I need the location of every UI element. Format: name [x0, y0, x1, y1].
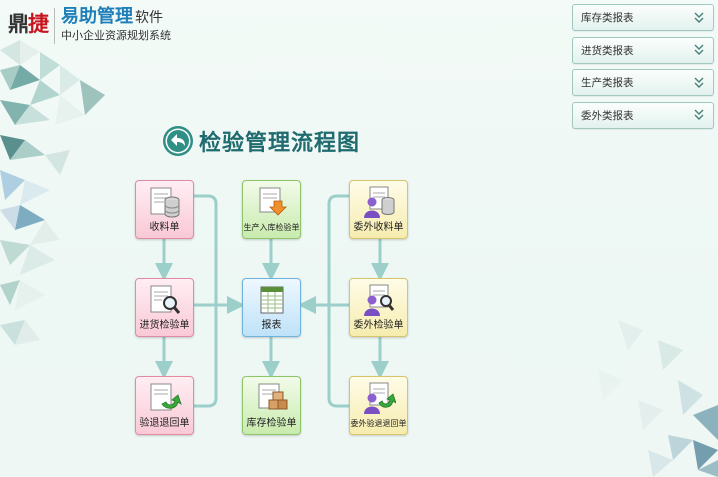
flow-node-label: 报表 [261, 320, 282, 331]
app-title-suffix: 软件 [135, 10, 163, 26]
flow-node-stock-inspection[interactable]: 库存检验单 [242, 376, 301, 435]
flow-node-label: 进货检验单 [139, 320, 190, 331]
decorative-triangle-mosaic-right [598, 320, 718, 477]
document-boxes-icon [258, 383, 287, 410]
report-menu-item-purchase[interactable]: 进货类报表 [572, 36, 714, 64]
app-subtitle: 中小企业资源规划系统 [61, 29, 171, 42]
double-chevron-down-icon [694, 77, 704, 88]
flow-node-label: 库存检验单 [246, 418, 297, 429]
flow-title: 检验管理流程图 [162, 124, 360, 158]
flow-title-text: 检验管理流程图 [199, 131, 361, 156]
flow-node-report[interactable]: 报表 [242, 278, 301, 337]
report-menu-label: 进货类报表 [581, 44, 634, 57]
flow-node-production-inspection[interactable]: 生产入库检验单 [242, 180, 301, 239]
brand-mark: 鼎捷 [8, 8, 49, 38]
decorative-triangle-mosaic-left [0, 40, 105, 345]
back-arrow-icon[interactable] [162, 125, 194, 157]
app-logo: 鼎捷 易助管理软件 中小企业资源规划系统 [8, 6, 171, 46]
report-menu-item-outsource[interactable]: 委外类报表 [572, 101, 714, 129]
document-return-arrow-icon [150, 383, 182, 411]
document-database-icon [150, 187, 179, 218]
brand-char-2: 捷 [28, 11, 49, 36]
report-menu-label: 生产类报表 [581, 77, 634, 89]
person-return-arrow-icon [363, 382, 396, 414]
flow-node-label: 委外收料单 [353, 222, 404, 233]
flow-node-purchase-inspection[interactable]: 进货检验单 [135, 278, 194, 337]
flow-node-label: 生产入库检验单 [243, 223, 300, 232]
document-magnifier-icon [150, 285, 180, 314]
double-chevron-down-icon [694, 109, 704, 120]
person-magnifier-icon [363, 284, 394, 316]
flow-node-outsource-return[interactable]: 委外验退退回单 [349, 376, 408, 435]
flow-node-label: 验退退回单 [139, 418, 190, 429]
double-chevron-down-icon [694, 44, 704, 55]
spreadsheet-icon [260, 286, 283, 314]
report-menu-label: 库存类报表 [581, 12, 634, 24]
flow-node-label: 收料单 [149, 222, 180, 233]
document-download-icon [259, 187, 287, 216]
report-menu-label: 委外类报表 [581, 109, 634, 122]
app-title: 易助管理软件 [61, 6, 171, 29]
report-menu: 库存类报表 进货类报表 生产类报表 委外类报表 [572, 4, 714, 134]
double-chevron-down-icon [694, 12, 704, 23]
person-database-icon [363, 186, 394, 218]
flow-node-label: 委外验退退回单 [350, 419, 407, 428]
flow-node-outsource-inspection[interactable]: 委外检验单 [349, 278, 408, 337]
flow-node-label: 委外检验单 [353, 320, 404, 331]
report-menu-item-production[interactable]: 生产类报表 [572, 69, 714, 96]
flow-node-outsource-receipt[interactable]: 委外收料单 [349, 180, 408, 239]
flow-node-receipt[interactable]: 收料单 [135, 180, 194, 239]
brand-char-1: 鼎 [8, 11, 29, 36]
app-title-main: 易助管理 [61, 6, 133, 27]
report-menu-item-inventory[interactable]: 库存类报表 [572, 4, 714, 31]
flow-node-inspection-return[interactable]: 验退退回单 [135, 376, 194, 435]
logo-divider [54, 8, 55, 44]
